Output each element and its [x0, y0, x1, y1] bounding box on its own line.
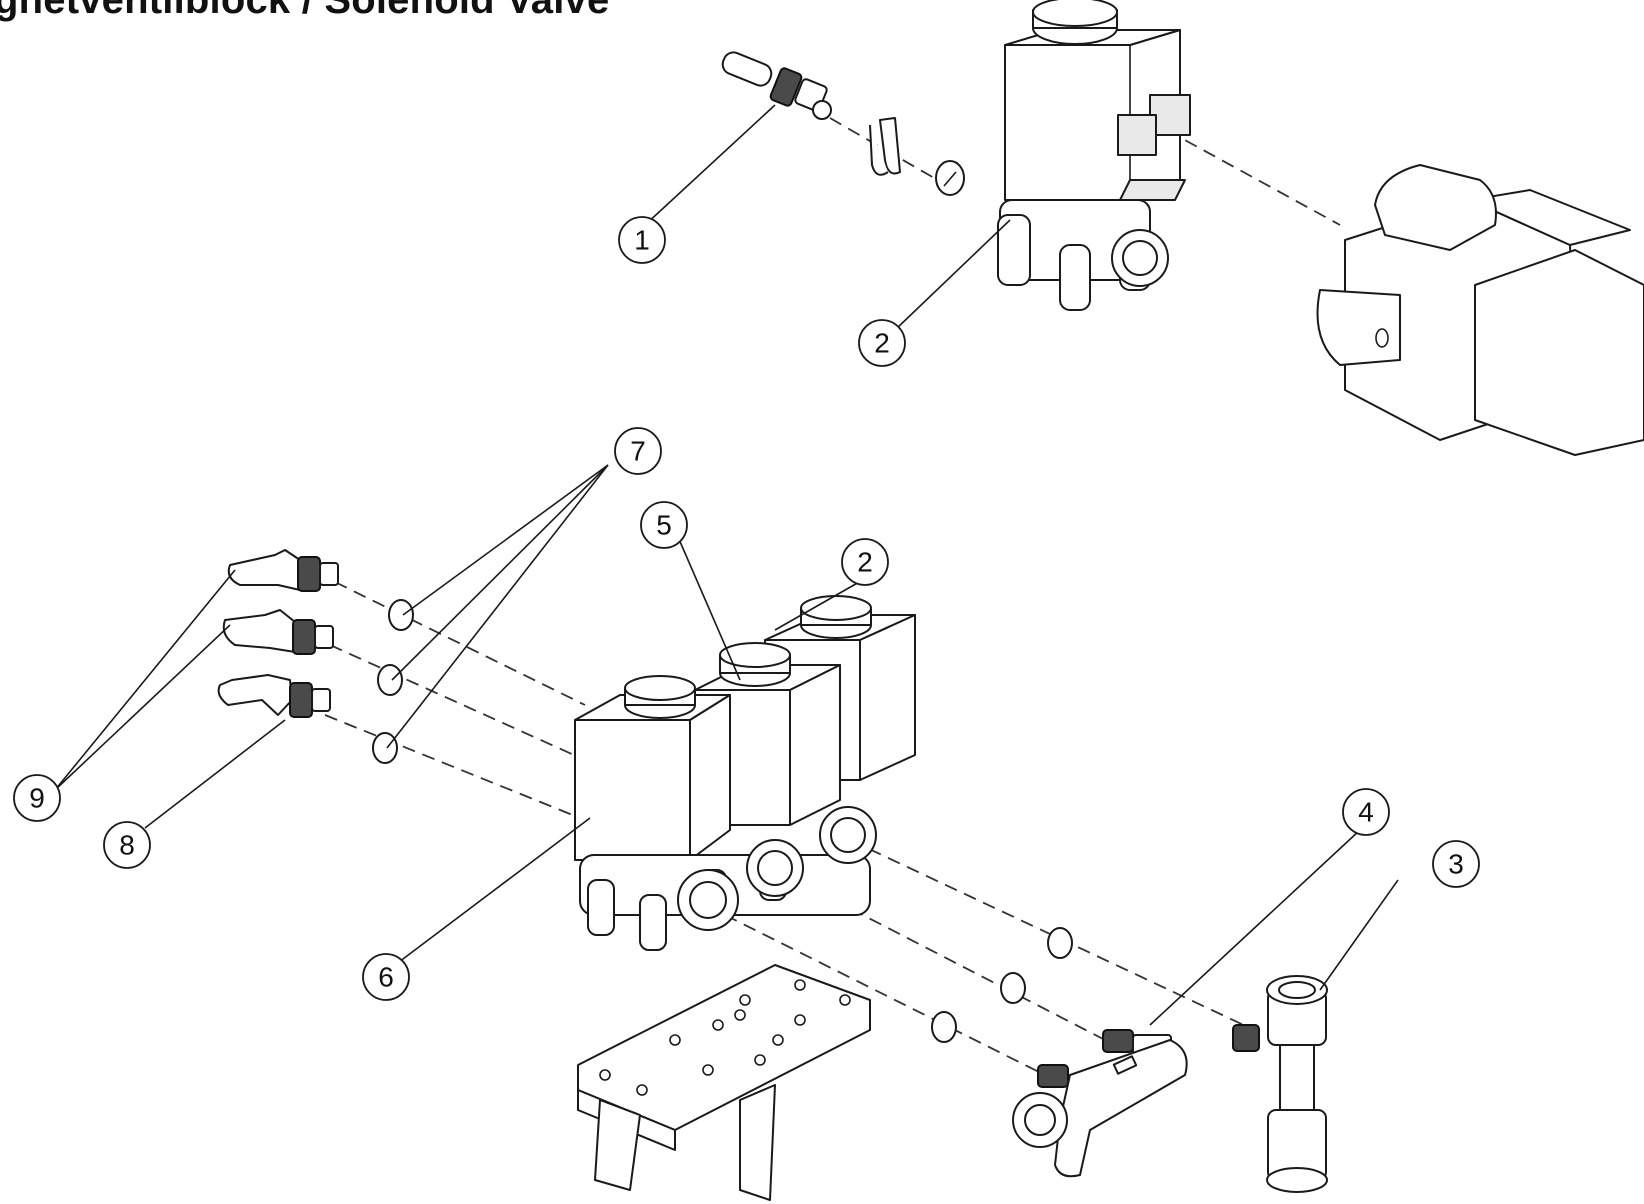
callout-5: 5	[640, 501, 688, 549]
callout-9: 9	[13, 774, 61, 822]
svg-text:4: 4	[1358, 797, 1374, 828]
callout-3: 3	[1432, 840, 1480, 888]
assembly-dash-lines	[324, 109, 1341, 1076]
svg-text:9: 9	[29, 783, 45, 814]
mounting-bracket-housing	[1316, 164, 1644, 456]
svg-text:5: 5	[656, 510, 672, 541]
part-4-tee-fitting	[1012, 1029, 1188, 1178]
callout-7: 7	[614, 427, 662, 475]
svg-text:2: 2	[857, 547, 873, 578]
washers-lower-right	[931, 927, 1073, 1043]
single-solenoid-valve	[997, 0, 1191, 311]
mounting-plate	[577, 964, 871, 1201]
callout-2-top: 2	[858, 319, 906, 367]
elbow-fittings-left	[217, 549, 339, 718]
drawing-title: gnetventilblock / Solenoid Valve	[0, 0, 610, 22]
washers-left	[372, 599, 414, 764]
callout-2-manifold: 2	[841, 538, 889, 586]
callout-1: 1	[618, 216, 666, 264]
svg-text:1: 1	[634, 225, 650, 256]
leader-lines	[54, 104, 1399, 1026]
clip	[869, 117, 901, 176]
triple-solenoid-manifold	[574, 595, 916, 951]
svg-text:8: 8	[119, 830, 135, 861]
part-1-fitting	[721, 51, 832, 120]
svg-text:3: 3	[1448, 849, 1464, 880]
svg-text:7: 7	[630, 436, 646, 467]
svg-text:2: 2	[874, 328, 890, 359]
part-3-connector	[1232, 975, 1328, 1193]
callout-6: 6	[362, 953, 410, 1001]
svg-text:6: 6	[378, 962, 394, 993]
callout-8: 8	[103, 821, 151, 869]
callout-4: 4	[1342, 788, 1390, 836]
